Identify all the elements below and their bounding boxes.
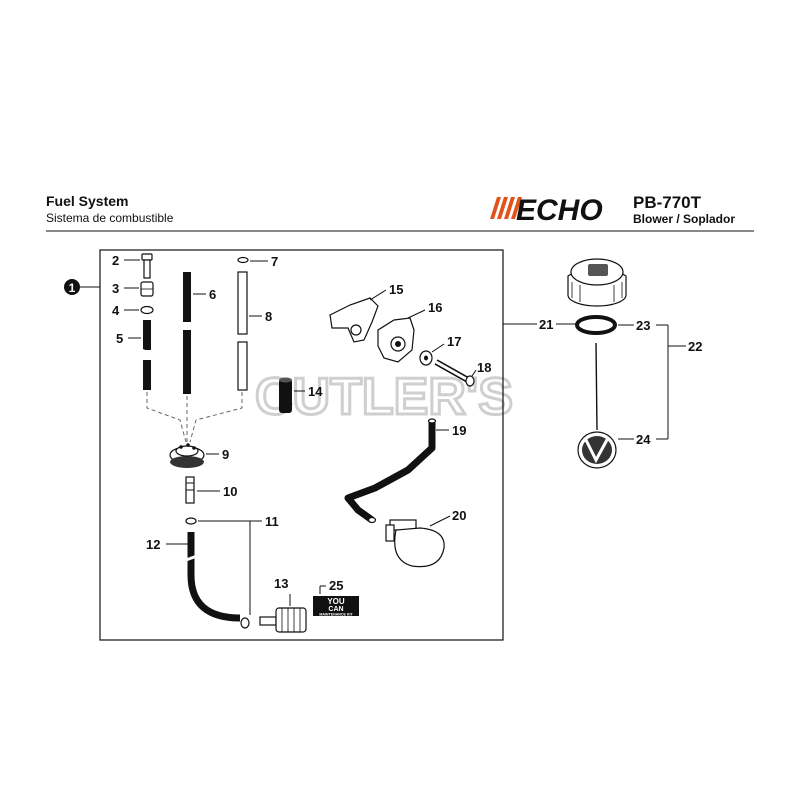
part-5-tube: 5 bbox=[116, 320, 154, 390]
part-13-fuel-filter: 13 bbox=[259, 576, 307, 633]
part-17-washer: 17 bbox=[419, 334, 461, 366]
label-24: 24 bbox=[636, 432, 651, 447]
label-19: 19 bbox=[452, 423, 466, 438]
part-23-gasket: 23 bbox=[575, 315, 668, 335]
diagram-subtitle: Sistema de combustible bbox=[46, 211, 174, 225]
label-17: 17 bbox=[447, 334, 461, 349]
label-12: 12 bbox=[146, 537, 160, 552]
label-9: 9 bbox=[222, 447, 229, 462]
svg-text:1: 1 bbox=[69, 281, 76, 295]
label-11: 11 bbox=[265, 514, 279, 529]
label-10: 10 bbox=[223, 484, 237, 499]
part-10-fitting: 10 bbox=[185, 476, 237, 504]
label-3: 3 bbox=[112, 281, 119, 296]
part-15-bracket: 15 bbox=[329, 282, 403, 343]
part-9-grommet: 9 bbox=[169, 443, 229, 468]
part-22-bracket: 22 bbox=[667, 325, 702, 439]
watermark: CUTLER'S bbox=[255, 368, 513, 426]
label-8: 8 bbox=[265, 309, 272, 324]
part-16-holder: 16 bbox=[377, 300, 442, 363]
part-12-fuel-line: 12 bbox=[146, 532, 241, 622]
part-18-bolt: 18 bbox=[434, 359, 491, 387]
part-20-primer-bulb: 20 bbox=[385, 508, 466, 568]
label-6: 6 bbox=[209, 287, 216, 302]
label-25: 25 bbox=[329, 578, 343, 593]
part-2-fitting: 2 bbox=[112, 253, 153, 279]
part-8-clear-tube: 8 bbox=[237, 271, 272, 391]
brand-name: ECHO bbox=[516, 194, 603, 227]
label-23: 23 bbox=[636, 318, 650, 333]
kit-line-2: CAN bbox=[328, 606, 343, 613]
part-25-kit-badge: YOU CAN MAINTENANCE KIT 25 bbox=[313, 578, 359, 617]
brand-stripes-icon bbox=[490, 197, 522, 219]
part-7-clip: 7 bbox=[237, 254, 278, 269]
diagram-title: Fuel System bbox=[46, 193, 128, 209]
label-22: 22 bbox=[688, 339, 702, 354]
part-fuel-cap bbox=[567, 258, 627, 307]
model-description: Blower / Soplador bbox=[633, 212, 735, 226]
part-4-oring: 4 bbox=[112, 303, 154, 318]
part-14-hose: 14 bbox=[279, 377, 323, 413]
label-5: 5 bbox=[116, 331, 123, 346]
kit-line-3: MAINTENANCE KIT bbox=[319, 613, 353, 617]
part-19-bent-line: 19 bbox=[344, 418, 466, 524]
part-6-tube: 6 bbox=[183, 272, 216, 394]
assembly-dashed-lines bbox=[146, 392, 243, 443]
label-16: 16 bbox=[428, 300, 442, 315]
label-2: 2 bbox=[112, 253, 119, 268]
part-24-strainer: 24 bbox=[577, 342, 668, 469]
label-13: 13 bbox=[274, 576, 288, 591]
label-14: 14 bbox=[308, 384, 323, 399]
label-21: 21 bbox=[539, 317, 553, 332]
part-3-nut: 3 bbox=[112, 281, 154, 297]
label-7: 7 bbox=[271, 254, 278, 269]
callout-1: 1 bbox=[64, 279, 100, 295]
label-20: 20 bbox=[452, 508, 466, 523]
assembly-frame bbox=[99, 249, 504, 641]
label-4: 4 bbox=[112, 303, 120, 318]
label-15: 15 bbox=[389, 282, 403, 297]
kit-line-1: YOU bbox=[327, 597, 345, 606]
echo-logo: ECHO bbox=[490, 194, 603, 227]
part-11-orings: 11 bbox=[185, 514, 279, 629]
label-18: 18 bbox=[477, 360, 491, 375]
model-number: PB-770T bbox=[633, 193, 702, 212]
